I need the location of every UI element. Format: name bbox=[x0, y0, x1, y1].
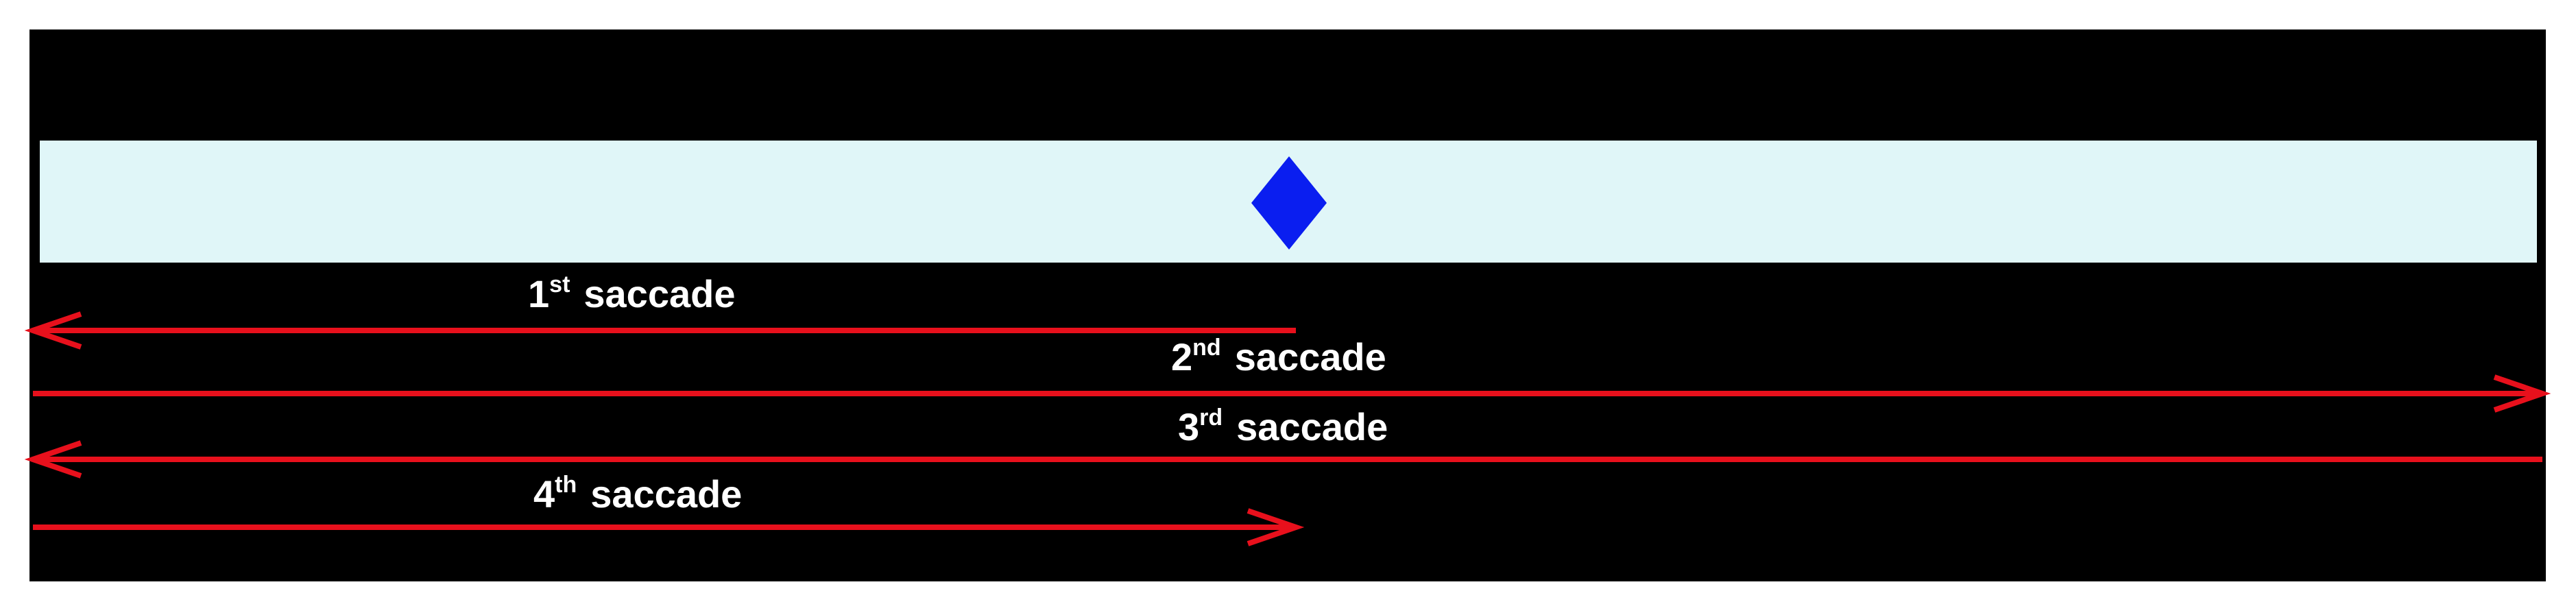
saccade-2-label: 2nd saccade bbox=[1171, 335, 1386, 378]
saccade-1: 1st saccade bbox=[24, 272, 1296, 350]
saccade-2-ordinal-suffix: nd bbox=[1192, 335, 1221, 361]
saccade-1-word: saccade bbox=[583, 272, 735, 315]
blue-diamond-target-icon bbox=[1251, 156, 1327, 250]
saccade-3-label: 3rd saccade bbox=[1178, 405, 1388, 448]
saccade-3-arrow-head bbox=[24, 440, 82, 479]
saccade-1-label: 1st saccade bbox=[528, 272, 735, 315]
saccade-2-word: saccade bbox=[1235, 335, 1386, 378]
saccade-4-ordinal-suffix: th bbox=[555, 472, 577, 498]
black-display-panel bbox=[29, 29, 2546, 581]
saccade-3-ordinal-suffix: rd bbox=[1199, 405, 1223, 431]
saccade-4-arrow-head bbox=[1247, 508, 1305, 546]
saccade-2-arrow-head bbox=[2493, 374, 2551, 413]
saccade-2-number: 2 bbox=[1171, 335, 1192, 378]
saccade-1-number: 1 bbox=[528, 272, 549, 315]
saccade-3-word: saccade bbox=[1236, 405, 1388, 448]
saccade-4-label: 4th saccade bbox=[533, 472, 742, 516]
saccade-4-number: 4 bbox=[533, 472, 555, 516]
saccade-1-ordinal-suffix: st bbox=[549, 272, 570, 298]
saccade-1-arrow-head bbox=[24, 311, 82, 350]
saccade-4: 4th saccade bbox=[33, 472, 1305, 546]
saccade-3-number: 3 bbox=[1178, 405, 1199, 448]
saccade-3: 3rd saccade bbox=[24, 405, 2542, 479]
saccade-4-word: saccade bbox=[590, 472, 742, 516]
saccade-2: 2nd saccade bbox=[33, 335, 2551, 413]
